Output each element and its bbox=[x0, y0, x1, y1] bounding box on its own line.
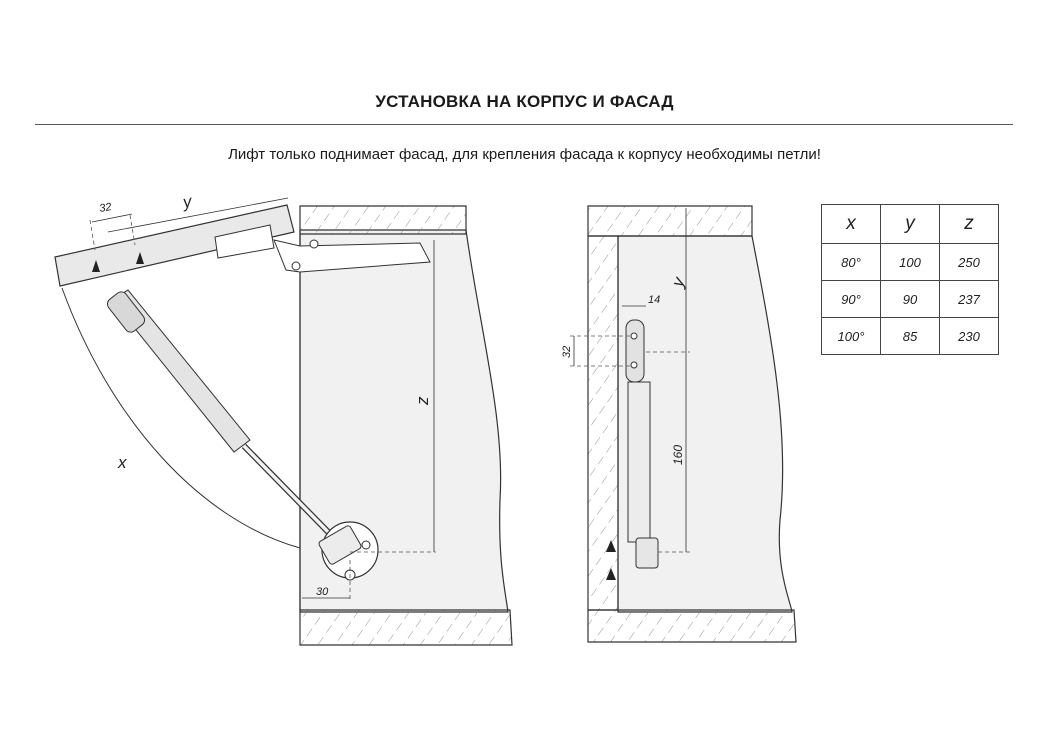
table-cell: 80° bbox=[821, 243, 881, 281]
left-cabinet-diagram: 32 y z x 30 bbox=[54, 191, 513, 646]
left-dim-z: z bbox=[413, 396, 432, 406]
table-cell: 100° bbox=[821, 317, 881, 355]
right-dim-14: 14 bbox=[648, 294, 660, 306]
table-cell: 250 bbox=[939, 243, 999, 281]
parameters-table: x y z 80° 100 250 90° 90 237 100° 85 230 bbox=[821, 204, 999, 355]
left-dim-y: y bbox=[180, 191, 194, 212]
table-header-row: x y z bbox=[821, 204, 999, 244]
table-header-cell: z bbox=[939, 204, 999, 244]
table-row: 100° 85 230 bbox=[821, 317, 999, 355]
right-bottom-panel bbox=[587, 609, 797, 643]
left-pivot-bracket bbox=[318, 521, 379, 581]
page-title: УСТАНОВКА НА КОРПУС И ФАСАД bbox=[375, 92, 674, 111]
table-row: 90° 90 237 bbox=[821, 280, 999, 318]
table-cell: 85 bbox=[880, 317, 940, 355]
left-cabinet-interior bbox=[299, 229, 509, 613]
table-cell: 100 bbox=[880, 243, 940, 281]
left-dim-x: x bbox=[117, 453, 127, 472]
table-row: 80° 100 250 bbox=[821, 243, 999, 281]
right-top-panel bbox=[587, 205, 753, 237]
installation-note: Лифт только поднимает фасад, для креплен… bbox=[228, 146, 821, 163]
table-cell: 230 bbox=[939, 317, 999, 355]
table-cell: 90 bbox=[880, 280, 940, 318]
left-facade-open bbox=[54, 204, 295, 287]
left-top-panel bbox=[299, 205, 467, 235]
left-dim-30: 30 bbox=[316, 586, 329, 598]
right-dim-32: 32 bbox=[561, 346, 573, 358]
table-cell: 90° bbox=[821, 280, 881, 318]
table-header-cell: x bbox=[821, 204, 881, 244]
left-gas-spring bbox=[106, 289, 339, 543]
right-side-wall bbox=[587, 235, 619, 611]
left-swing-arc bbox=[61, 287, 301, 549]
right-dim-160: 160 bbox=[671, 445, 685, 465]
table-cell: 237 bbox=[939, 280, 999, 318]
left-bottom-panel bbox=[299, 609, 513, 646]
table-header-cell: y bbox=[880, 204, 940, 244]
right-cabinet-diagram: 14 y 32 160 bbox=[561, 205, 797, 643]
right-cabinet-interior bbox=[617, 235, 793, 613]
left-dim-32: 32 bbox=[98, 201, 112, 215]
title-divider bbox=[35, 124, 1013, 125]
left-hinge bbox=[214, 224, 275, 259]
right-gas-spring bbox=[625, 319, 659, 569]
